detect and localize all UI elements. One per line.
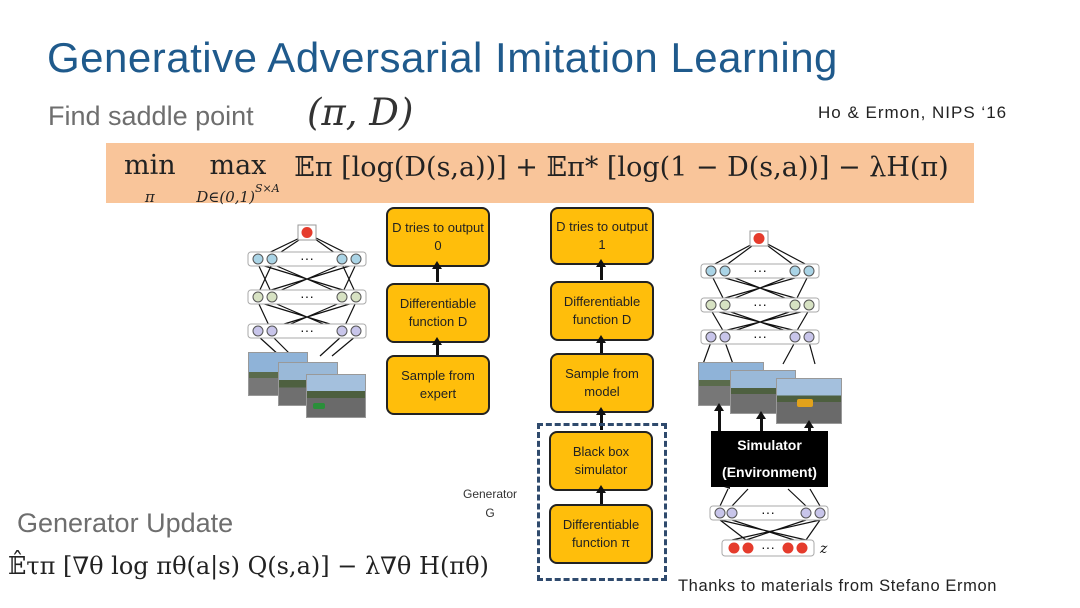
arrow-up-icon [714, 403, 724, 431]
objective-body: 𝔼π [log(D(s,a))] + 𝔼π* [log(1 − D(s,a))]… [294, 152, 949, 183]
ellipsis-right-1: ··· [753, 262, 767, 278]
generator-update-heading: Generator Update [17, 508, 234, 538]
objective-formula: min π max D∈(0,1)S×A 𝔼π [log(D(s,a))] + … [124, 150, 949, 209]
arrow-up-icon [756, 411, 766, 431]
subtitle-text: Find saddle point [48, 101, 254, 131]
objective-highlight [106, 143, 974, 203]
arrow-up-icon [596, 259, 606, 280]
ellipsis-policy: ··· [761, 504, 775, 520]
max-operator: max [209, 150, 267, 181]
generator-frame [537, 423, 667, 581]
slide-title: Generative Adversarial Imitation Learnin… [47, 34, 838, 81]
subtitle-math: (π, D) [307, 91, 414, 134]
generator-label-line1: Generator [462, 487, 518, 501]
policy-network: ··· ··· z [709, 486, 829, 557]
arrow-up-icon [596, 407, 606, 430]
arrow-up-icon [432, 337, 442, 355]
ellipsis-right-3: ··· [753, 328, 767, 344]
ellipsis-left-1: ··· [300, 250, 314, 266]
arrow-up-icon [596, 335, 606, 353]
arrow-up-icon [804, 420, 814, 431]
model-discriminator-target: D tries to output 1 [550, 207, 654, 265]
discriminator-network-right: ··· ··· ··· [700, 230, 820, 365]
min-subscript: π [144, 188, 155, 207]
expert-discriminator-function: Differentiable function D [386, 283, 490, 343]
black-box-simulator: Black box simulator [549, 431, 653, 491]
sample-from-model: Sample from model [550, 353, 654, 413]
arrow-up-icon [432, 261, 442, 282]
ellipsis-right-2: ··· [753, 296, 767, 312]
noise-label: z [819, 541, 828, 557]
sample-from-expert: Sample from expert [386, 355, 490, 415]
expert-discriminator-target: D tries to output 0 [386, 207, 490, 267]
max-subscript: D∈(0,1) [196, 188, 255, 207]
min-operator: min [124, 150, 176, 181]
simulator-line2: (Environment) [722, 464, 817, 480]
expert-frame-3 [306, 374, 366, 418]
generator-label-line2: G [485, 505, 495, 520]
acknowledgement: Thanks to materials from Stefano Ermon [678, 577, 998, 595]
ellipsis-left-3: ··· [300, 322, 314, 338]
citation: Ho & Ermon, NIPS ‘16 [818, 103, 1008, 122]
ellipsis-left-2: ··· [300, 288, 314, 304]
model-discriminator-function: Differentiable function D [550, 281, 654, 341]
generator-label: Generator G [452, 485, 528, 522]
discriminator-network-left: ··· ··· ··· [247, 224, 367, 357]
generator-update-formula: 𝔼̂τπ [∇θ log πθ(a|s) Q(s,a)] − λ∇θ H(πθ) [8, 552, 489, 580]
differentiable-policy: Differentiable function π [549, 504, 653, 564]
model-frame-3 [776, 378, 842, 424]
simulator-line1: Simulator [737, 437, 802, 454]
arrow-up-icon [596, 485, 606, 504]
ellipsis-noise: ··· [761, 539, 775, 555]
simulator-environment: Simulator (Environment) [711, 431, 828, 487]
max-superscript: S×A [254, 182, 280, 196]
